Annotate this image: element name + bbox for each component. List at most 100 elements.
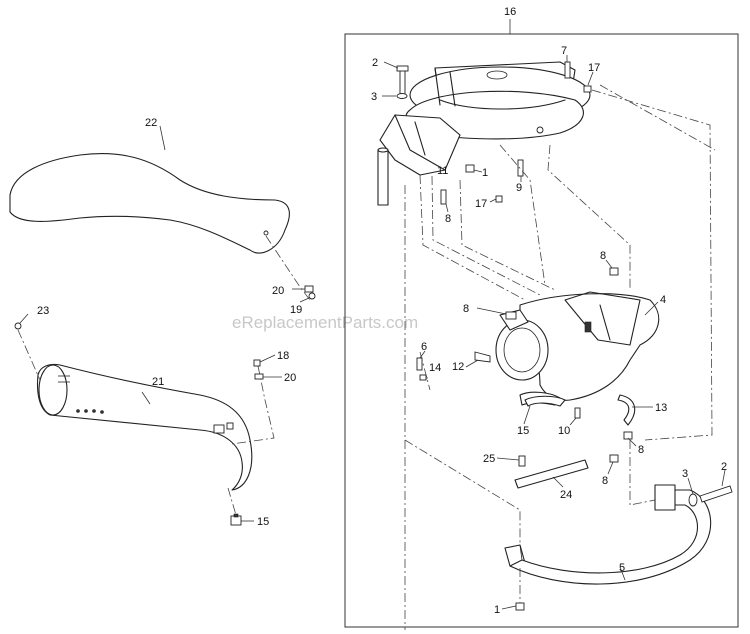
callout-8-midleft: 8 xyxy=(463,303,469,315)
part-1-nut-upper xyxy=(465,164,475,173)
leader-8b xyxy=(476,307,507,315)
part-23-bolt xyxy=(14,322,22,330)
callout-14: 14 xyxy=(429,362,441,374)
part-19-bolt xyxy=(308,292,316,300)
part-5-handle xyxy=(504,484,712,585)
callout-1-lower: 1 xyxy=(494,604,500,616)
part-8-nut-lower xyxy=(609,454,619,463)
callout-24: 24 xyxy=(560,489,572,501)
part-8-nut-right xyxy=(623,431,633,440)
part-9-screw xyxy=(517,159,524,177)
part-14-nut xyxy=(419,374,427,381)
dash-15-lower xyxy=(227,487,237,516)
part-11-bracket xyxy=(377,114,461,206)
leader-17b xyxy=(489,198,497,203)
part-8-nut-topright xyxy=(609,267,619,276)
part-17-nut-lower xyxy=(495,195,503,203)
dash-right-upper xyxy=(547,144,631,290)
callout-11: 11 xyxy=(437,165,448,177)
callout-8-right: 8 xyxy=(638,444,644,456)
leader-25 xyxy=(496,457,520,461)
callout-12: 12 xyxy=(452,361,464,373)
dash-right-lower xyxy=(629,440,656,506)
part-10-screw xyxy=(574,407,581,419)
leader-8c xyxy=(605,259,613,269)
dash-18-20 xyxy=(231,365,275,445)
callout-15-mid: 15 xyxy=(517,425,529,437)
leader-17a xyxy=(587,71,594,86)
leader-10 xyxy=(569,417,577,426)
part-18-bolt xyxy=(253,359,261,367)
callout-18: 18 xyxy=(277,350,289,362)
part-21-elbow-tube xyxy=(36,363,253,491)
leader-2b xyxy=(721,469,726,487)
callout-8-left: 8 xyxy=(445,213,451,225)
leader-15a xyxy=(523,405,531,425)
leader-12 xyxy=(465,359,479,368)
part-7-screw xyxy=(564,61,571,79)
part-3-washer-top xyxy=(396,93,408,99)
callout-20-lower: 20 xyxy=(284,372,296,384)
part-22-chute-tube xyxy=(9,153,290,254)
dash-23 xyxy=(17,329,41,381)
callout-2-lower: 2 xyxy=(721,461,727,473)
leader-8d xyxy=(627,437,637,447)
leader-23 xyxy=(19,313,29,324)
part-20-nut-upper xyxy=(304,285,314,293)
part-24-plate xyxy=(514,459,589,489)
leader-22 xyxy=(159,125,166,151)
callout-3-top: 3 xyxy=(371,91,377,103)
part-15-clamp-mid xyxy=(524,395,566,407)
callout-20-upper: 20 xyxy=(272,285,284,297)
dash-bracket-3 xyxy=(459,179,556,291)
callout-1-upper: 1 xyxy=(482,167,488,179)
dash-22 xyxy=(265,235,311,301)
leader-5 xyxy=(619,566,626,581)
assembly-frame xyxy=(344,33,739,628)
callout-3-lower: 3 xyxy=(682,468,688,480)
dash-bracket-2 xyxy=(431,175,541,296)
callout-16: 16 xyxy=(504,6,516,18)
leader-24 xyxy=(552,476,564,488)
part-17-nut-upper xyxy=(583,85,592,93)
callout-19: 19 xyxy=(290,304,302,316)
callout-5: 5 xyxy=(619,562,625,574)
leader-19 xyxy=(299,297,310,303)
dash-to-bumper xyxy=(404,439,521,545)
part-25-bolt xyxy=(518,455,526,467)
leader-1a xyxy=(473,169,483,173)
leader-3b xyxy=(687,477,694,495)
dash-17-right xyxy=(591,89,713,441)
part-15-clamp-lower xyxy=(230,513,242,526)
leader-8e xyxy=(607,461,614,475)
callout-17-lower: 17 xyxy=(475,198,487,210)
part-3-washer-lower xyxy=(688,493,698,507)
callout-23: 23 xyxy=(37,305,49,317)
leader-2a xyxy=(383,61,399,69)
callout-21: 21 xyxy=(152,376,164,388)
callout-6: 6 xyxy=(421,341,427,353)
dash-top-right xyxy=(599,84,716,151)
part-8-bolt-left xyxy=(440,189,447,205)
part-2-bolt-lower xyxy=(699,485,733,503)
callout-9: 9 xyxy=(516,182,522,194)
part-1-nut-lower xyxy=(515,602,525,611)
callout-22: 22 xyxy=(145,117,157,129)
callout-25: 25 xyxy=(483,453,495,465)
callout-2-top: 2 xyxy=(372,57,378,69)
callout-7: 7 xyxy=(561,45,567,57)
leader-4 xyxy=(644,301,659,316)
part-6-screw xyxy=(416,357,423,371)
part-13-deflector xyxy=(617,394,636,426)
leader-8a xyxy=(445,203,449,213)
part-12-pin xyxy=(474,351,491,363)
callout-10: 10 xyxy=(558,425,570,437)
part-8-bolt-midleft xyxy=(505,311,517,320)
dash-center xyxy=(499,144,546,286)
part-4-lower-housing xyxy=(495,291,660,406)
leader-6 xyxy=(419,350,426,359)
callout-15-lower: 15 xyxy=(257,516,269,528)
leader-21 xyxy=(141,391,151,405)
callout-17-upper: 17 xyxy=(588,62,600,74)
callout-8-topright: 8 xyxy=(600,250,606,262)
